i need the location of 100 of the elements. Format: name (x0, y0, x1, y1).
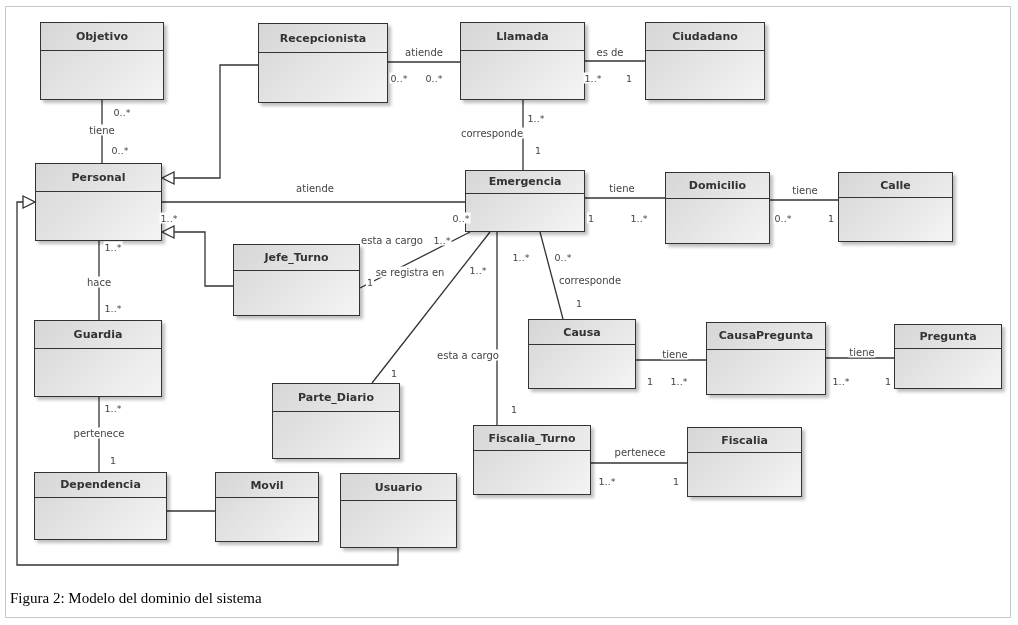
edge-label: atiende (404, 46, 444, 58)
class-box (40, 22, 164, 100)
class-name: Parte_Diario (298, 390, 374, 404)
multiplicity-label: 1..* (103, 241, 123, 253)
multiplicity-label: 1..* (597, 475, 617, 487)
class-box (665, 172, 770, 244)
class-box (687, 427, 802, 497)
class-box (34, 320, 162, 397)
class-name: Dependencia (60, 478, 141, 492)
edge-label: tiene (88, 124, 116, 136)
multiplicity-label: 1..* (629, 212, 649, 224)
multiplicity-label: 1 (672, 475, 680, 487)
class-box (34, 472, 167, 540)
edge-label: tiene (791, 184, 819, 196)
edge-label: tiene (608, 182, 636, 194)
multiplicity-label: 1..* (583, 72, 603, 84)
multiplicity-label: 1..* (103, 302, 123, 314)
class-name: Fiscalia_Turno (488, 431, 576, 445)
multiplicity-label: 1..* (526, 112, 546, 124)
generalization-arrow (16, 195, 399, 566)
class-name: CausaPregunta (718, 329, 814, 343)
multiplicity-label: 0..* (424, 72, 444, 84)
multiplicity-label: 1 (625, 72, 633, 84)
multiplicity-label: 0..* (389, 72, 409, 84)
edge-label: hace (85, 276, 113, 288)
class-box (460, 22, 585, 100)
multiplicity-label: 1 (510, 403, 518, 415)
multiplicity-label: 1 (109, 454, 117, 466)
edge-label: se registra en (374, 266, 446, 278)
multiplicity-label: 1 (366, 276, 374, 288)
multiplicity-label: 1..* (432, 234, 452, 246)
generalization-arrow (161, 225, 234, 287)
multiplicity-label: 1..* (831, 375, 851, 387)
association-line (635, 359, 707, 361)
multiplicity-label: 1..* (511, 251, 531, 263)
multiplicity-label: 0..* (553, 251, 573, 263)
generalization-arrow (161, 64, 259, 185)
class-name: Causa (563, 325, 601, 339)
class-name: Ciudadano (672, 30, 738, 44)
edge-label: pertenece (613, 446, 667, 458)
class-box (473, 425, 591, 495)
class-box (528, 319, 636, 389)
class-name: Jefe_Turno (264, 251, 329, 265)
class-box (215, 472, 319, 542)
class-box (272, 383, 400, 459)
class-box (233, 244, 360, 316)
edge-label: tiene (848, 346, 876, 358)
edge-label: esta a cargo (360, 234, 424, 246)
multiplicity-label: 1..* (103, 402, 123, 414)
association-line (590, 462, 688, 464)
class-box (894, 324, 1002, 389)
edge-label: corresponde (557, 274, 623, 286)
multiplicity-label: 1 (646, 375, 654, 387)
multiplicity-label: 1 (587, 212, 595, 224)
association-line (371, 231, 491, 384)
multiplicity-label: 1 (827, 212, 835, 224)
class-box (35, 163, 162, 241)
edge-label: esta a cargo (436, 349, 500, 361)
multiplicity-label: 0..* (451, 212, 471, 224)
association-line (584, 60, 646, 62)
multiplicity-label: 0..* (773, 212, 793, 224)
association-line (584, 197, 666, 199)
class-box (340, 473, 457, 548)
association-line (161, 201, 466, 203)
class-name: Calle (880, 178, 911, 192)
figure-caption: Figura 2: Modelo del dominio del sistema (10, 590, 262, 607)
class-name: Domicilio (688, 179, 747, 193)
class-box (838, 172, 953, 242)
association-line (166, 510, 216, 512)
multiplicity-label: 1..* (468, 264, 488, 276)
class-name: Personal (71, 171, 126, 185)
class-name: Fiscalia (721, 433, 768, 447)
class-name: Recepcionista (279, 31, 367, 45)
multiplicity-label: 0..* (110, 144, 130, 156)
multiplicity-label: 1..* (159, 212, 179, 224)
multiplicity-label: 0..* (112, 106, 132, 118)
class-name: Pregunta (919, 329, 977, 343)
edge-label: pertenece (72, 427, 126, 439)
association-line (387, 61, 461, 63)
multiplicity-label: 1 (575, 297, 583, 309)
class-name: Movil (250, 478, 284, 492)
class-name: Usuario (374, 480, 423, 494)
edge-label: tiene (661, 348, 689, 360)
multiplicity-label: 1..* (669, 375, 689, 387)
association-line (496, 231, 498, 426)
class-box (706, 322, 826, 395)
class-box (258, 23, 388, 103)
multiplicity-label: 1 (534, 144, 542, 156)
class-name: Llamada (496, 30, 549, 44)
edge-label: atiende (295, 182, 335, 194)
multiplicity-label: 1 (390, 367, 398, 379)
class-box (645, 22, 765, 100)
association-line (769, 199, 839, 201)
association-line (539, 231, 564, 320)
multiplicity-label: 1 (884, 375, 892, 387)
class-name: Emergencia (488, 175, 562, 189)
edge-label: es de (595, 46, 625, 58)
association-line (825, 357, 895, 359)
class-name: Guardia (73, 328, 123, 341)
edge-label: corresponde (459, 127, 525, 139)
